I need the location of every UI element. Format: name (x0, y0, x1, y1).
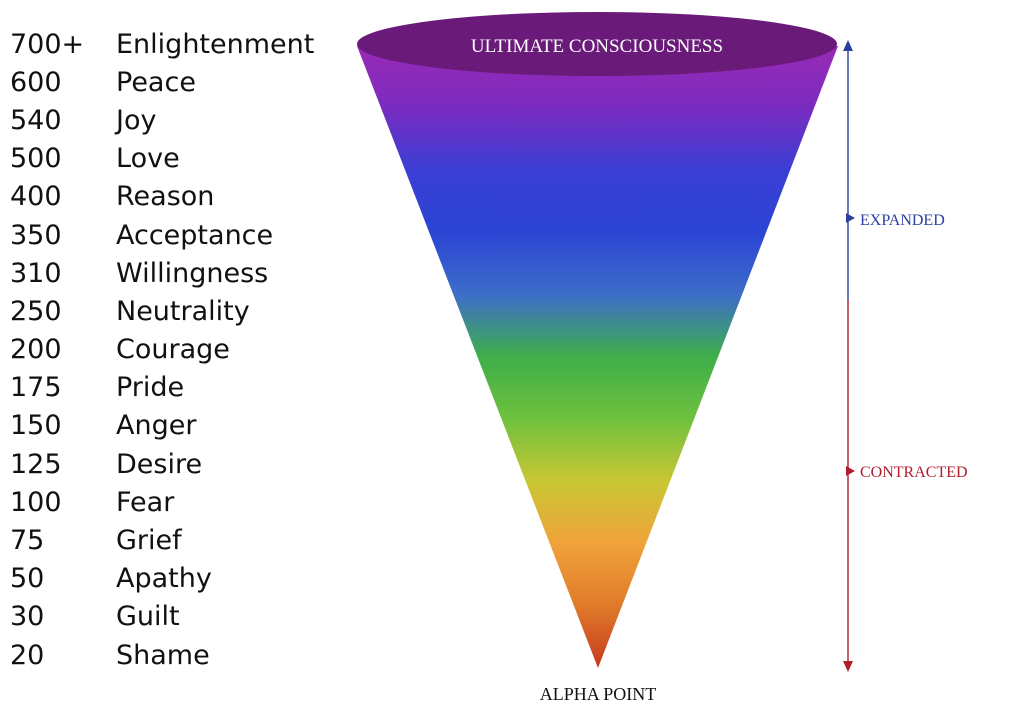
level-row: 50 Apathy (10, 560, 350, 598)
level-label: Love (116, 143, 180, 175)
level-value: 310 (10, 257, 62, 289)
level-label: Pride (116, 372, 185, 404)
level-label: Enlightenment (116, 28, 315, 60)
cone-top-ellipse (357, 12, 837, 76)
level-value: 250 (10, 295, 62, 327)
level-label: Grief (116, 525, 182, 557)
contracted-arrowhead-icon (843, 661, 853, 672)
level-label: Reason (116, 181, 215, 213)
level-value: 150 (10, 410, 62, 442)
level-value: 540 (10, 104, 62, 136)
level-label: Apathy (116, 563, 212, 595)
level-value: 500 (10, 143, 62, 175)
level-row: 150 Anger (10, 407, 350, 445)
level-value: 50 (10, 563, 45, 595)
level-row: 20 Shame (10, 636, 350, 674)
level-label: Shame (116, 639, 210, 671)
level-row: 75 Grief (10, 521, 350, 559)
level-label: Joy (116, 104, 157, 136)
expanded-contracted-scale: EXPANDED CONTRACTED (843, 40, 968, 672)
level-value: 75 (10, 525, 45, 557)
level-row: 540 Joy (10, 101, 350, 139)
level-row: 175 Pride (10, 369, 350, 407)
level-value: 700+ (10, 28, 85, 60)
expanded-marker-icon (846, 213, 855, 223)
level-row: 200 Courage (10, 331, 350, 369)
level-row: 600 Peace (10, 63, 350, 101)
expanded-arrowhead-icon (843, 40, 853, 51)
contracted-marker-icon (846, 466, 855, 476)
level-label: Courage (116, 334, 230, 366)
level-row: 30 Guilt (10, 598, 350, 636)
level-row: 500 Love (10, 140, 350, 178)
level-value: 600 (10, 66, 62, 98)
level-value: 100 (10, 486, 62, 518)
ultimate-consciousness-label: ULTIMATE CONSCIOUSNESS (471, 36, 723, 57)
level-value: 350 (10, 219, 62, 251)
level-value: 30 (10, 601, 45, 633)
level-label: Neutrality (116, 295, 250, 327)
level-label: Peace (116, 66, 196, 98)
level-row: 100 Fear (10, 483, 350, 521)
level-label: Desire (116, 448, 203, 480)
level-row: 350 Acceptance (10, 216, 350, 254)
level-row: 400 Reason (10, 178, 350, 216)
contracted-label: CONTRACTED (860, 464, 968, 481)
level-row: 310 Willingness (10, 254, 350, 292)
level-row: 250 Neutrality (10, 292, 350, 330)
level-value: 20 (10, 639, 45, 671)
level-row: 125 Desire (10, 445, 350, 483)
level-value: 175 (10, 372, 62, 404)
level-label: Fear (116, 486, 175, 518)
cone-body (357, 46, 838, 668)
level-value: 400 (10, 181, 62, 213)
level-label: Anger (116, 410, 197, 442)
expanded-label: EXPANDED (860, 212, 945, 229)
alpha-point-label: ALPHA POINT (540, 684, 657, 704)
level-value: 125 (10, 448, 62, 480)
level-label: Guilt (116, 601, 180, 633)
level-row: 700+ Enlightenment (10, 25, 350, 63)
level-label: Willingness (116, 257, 269, 289)
level-value: 200 (10, 334, 62, 366)
level-label: Acceptance (116, 219, 274, 251)
